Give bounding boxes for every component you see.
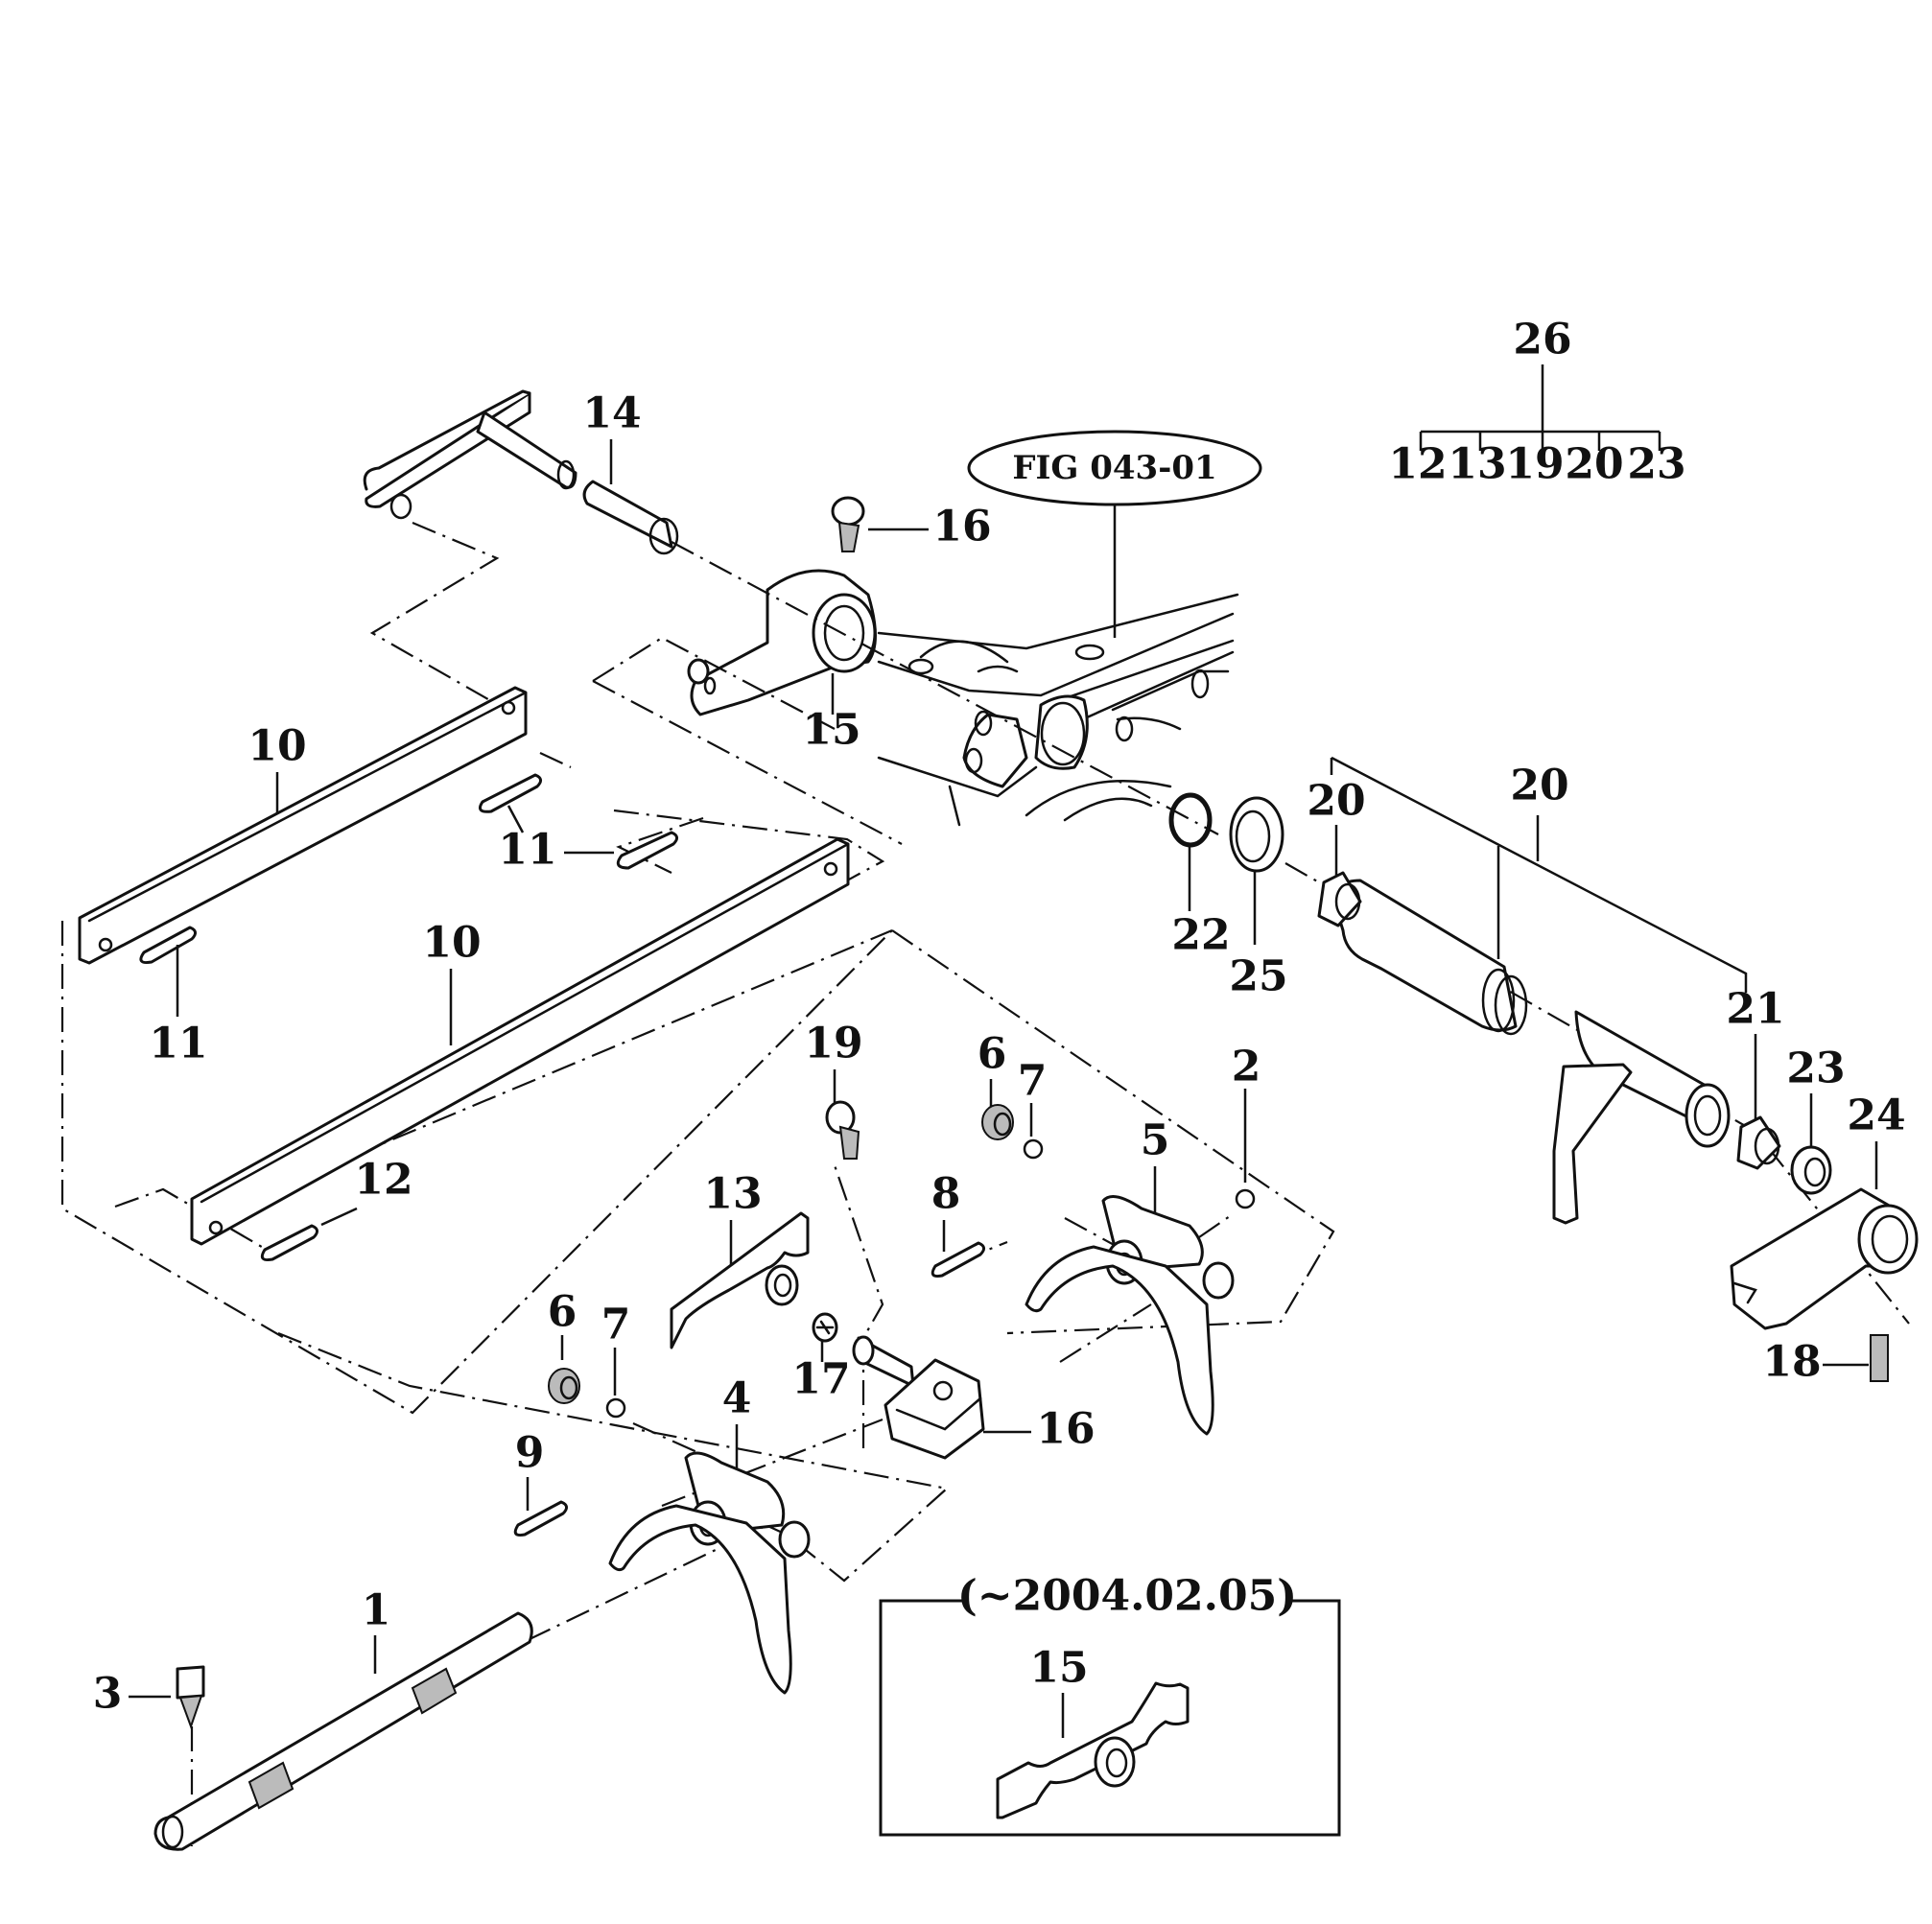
callout-18[interactable]: 19: [804, 1020, 862, 1068]
inset-old-version: (~2004.02.05) 15: [879, 1572, 1341, 1837]
callout-6-lower[interactable]: 6: [548, 1288, 577, 1337]
callout-24[interactable]: 18: [1762, 1338, 1821, 1387]
callout-2[interactable]: 2: [1232, 1043, 1261, 1091]
shift-fork-4[interactable]: 4: [608, 1374, 811, 1695]
group-bracket: [1419, 364, 1661, 451]
callout-11-lower[interactable]: 12: [354, 1156, 412, 1205]
callout-5[interactable]: 5: [1141, 1116, 1170, 1165]
callout-8[interactable]: 10: [247, 722, 306, 771]
figure-reference[interactable]: FIG 043-01: [967, 430, 1262, 638]
cotter-pin-11-a[interactable]: 11: [479, 773, 557, 875]
plate-15[interactable]: 13: [670, 1170, 810, 1349]
shift-block-16[interactable]: 16: [852, 1335, 1096, 1460]
bolt-18[interactable]: 19: [804, 1020, 863, 1160]
callout-22[interactable]: 22: [1171, 911, 1230, 960]
cotter-pin-11-c[interactable]: 11: [139, 926, 208, 1068]
oil-seal-25[interactable]: 25: [1229, 796, 1288, 1001]
cotter-pin-10-upper[interactable]: 8: [931, 1170, 985, 1278]
bushing-20-a[interactable]: 20: [1307, 777, 1366, 927]
callout-21[interactable]: 23: [1786, 1044, 1845, 1093]
bushing-20-b[interactable]: 21: [1726, 985, 1785, 1170]
cotter-pin-10-lower[interactable]: 9: [513, 1429, 568, 1537]
shift-rod-1[interactable]: 1: [153, 1586, 533, 1851]
callout-9[interactable]: 10: [422, 919, 481, 968]
callout-15[interactable]: 13: [703, 1170, 762, 1219]
callout-4[interactable]: 4: [722, 1374, 752, 1423]
bolt-3[interactable]: 3: [93, 1665, 205, 1729]
callout-11-left[interactable]: 11: [149, 1020, 207, 1068]
shaft-12[interactable]: 14: [582, 389, 679, 555]
plate-15-old[interactable]: 15: [996, 1644, 1190, 1819]
callout-17[interactable]: 17: [791, 1355, 850, 1404]
callout-19[interactable]: 20: [1510, 762, 1568, 810]
bolt-14[interactable]: 16: [831, 496, 992, 552]
transmission-housing: [877, 593, 1239, 827]
callout-14[interactable]: 16: [932, 503, 991, 551]
callout-3[interactable]: 3: [93, 1670, 123, 1719]
inset-date-label: (~2004.02.05): [957, 1572, 1297, 1621]
shift-shaft-19[interactable]: 20: [1330, 756, 1748, 1225]
callout-10-lower[interactable]: 9: [515, 1429, 545, 1478]
spring-pin-24[interactable]: 18: [1762, 1334, 1889, 1387]
spring-6-lower[interactable]: 6: [548, 1288, 580, 1404]
callout-25[interactable]: 25: [1229, 952, 1287, 1001]
group-member-19[interactable]: 19: [1505, 440, 1564, 489]
callout-20-lower[interactable]: 21: [1726, 985, 1784, 1034]
callout-1[interactable]: 1: [362, 1586, 391, 1635]
cotter-pin-11-d[interactable]: 12: [260, 1156, 413, 1261]
spring-6-upper[interactable]: 6: [978, 1030, 1014, 1140]
group-member-20[interactable]: 20: [1565, 440, 1623, 489]
callout-15-old[interactable]: 15: [1029, 1644, 1088, 1693]
ball-7-upper[interactable]: 7: [1018, 1057, 1048, 1160]
shift-arm-23[interactable]: 24: [1730, 1091, 1919, 1330]
o-ring-22[interactable]: 22: [1168, 792, 1231, 960]
link-rod-8[interactable]: 10: [78, 686, 528, 965]
group-member-23[interactable]: 23: [1627, 440, 1685, 489]
callout-6-upper[interactable]: 6: [978, 1030, 1007, 1079]
callout-23[interactable]: 24: [1847, 1091, 1905, 1140]
washer-21[interactable]: 23: [1786, 1044, 1846, 1195]
inset-frame: [879, 1599, 1341, 1837]
callout-26[interactable]: 26: [1513, 316, 1571, 364]
cotter-pin-11-b[interactable]: [564, 831, 678, 870]
lever-13[interactable]: 15: [687, 569, 877, 755]
assembly-group-26: 26 12 13 19 20 23: [1388, 316, 1685, 489]
group-member-13[interactable]: 13: [1448, 440, 1506, 489]
washer-17[interactable]: 17: [791, 1312, 851, 1404]
figure-reference-label: FIG 043-01: [1012, 449, 1216, 487]
callout-13[interactable]: 15: [802, 706, 860, 755]
callout-10-upper[interactable]: 8: [931, 1170, 961, 1219]
pivot-bracket: [363, 389, 577, 520]
callout-20-upper[interactable]: 20: [1307, 777, 1365, 826]
callout-12[interactable]: 14: [582, 389, 641, 438]
callout-16[interactable]: 16: [1036, 1405, 1095, 1454]
ball-7-lower[interactable]: 7: [601, 1301, 631, 1419]
shift-fork-5[interactable]: 5: [1025, 1116, 1235, 1436]
callout-7-upper[interactable]: 7: [1018, 1057, 1048, 1106]
link-rod-9[interactable]: 10: [190, 837, 850, 1246]
ball-2[interactable]: 2: [1232, 1043, 1261, 1209]
callout-7-lower[interactable]: 7: [601, 1301, 631, 1349]
group-member-12[interactable]: 12: [1388, 440, 1447, 489]
callout-11-upper[interactable]: 11: [498, 826, 556, 875]
